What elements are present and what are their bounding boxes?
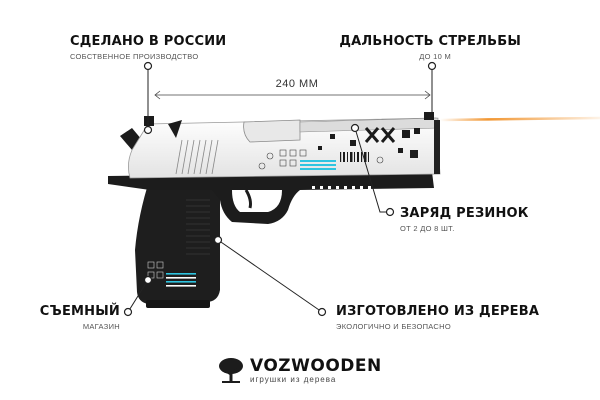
dot-made-in-russia-target [143, 125, 153, 135]
trigger-guard-opening [232, 190, 282, 212]
leader-magazine [127, 279, 149, 313]
callout-charge-subtitle: ОТ 2 ДО 8 ШТ. [400, 224, 455, 233]
dot-magazine-end [123, 307, 133, 317]
callout-made-in-russia-subtitle: СОБСТВЕННОЕ ПРОИЗВОДСТВО [70, 52, 199, 61]
callout-magazine: СЪЕМНЫЙ МАГАЗИН [20, 304, 120, 331]
leader-material [217, 239, 323, 313]
callout-charge-title: ЗАРЯД РЕЗИНОК [400, 206, 529, 221]
callout-range: ДАЛЬНОСТЬ СТРЕЛЬБЫ ДО 10 М [330, 34, 521, 61]
dimension-arrow-left [154, 90, 161, 100]
callout-made-in-russia-title: СДЕЛАНО В РОССИИ [70, 34, 227, 49]
dimension-label: 240 ММ [275, 78, 319, 90]
dot-charge-end [385, 207, 395, 217]
magazine-base [146, 300, 210, 308]
ejection-port [243, 119, 301, 143]
rail-notches [312, 186, 371, 189]
callout-made-in-russia: СДЕЛАНО В РОССИИ СОБСТВЕННОЕ ПРОИЗВОДСТВ… [70, 34, 226, 61]
slide-stripe-1 [300, 160, 336, 162]
brand-logo: VOZWOODEN игрушки из дерева [218, 356, 382, 386]
callout-magazine-subtitle: МАГАЗИН [82, 322, 120, 331]
callout-material: ИЗГОТОВЛЕНО ИЗ ДЕРЕВА ЭКОЛОГИЧНО И БЕЗОП… [336, 304, 539, 331]
rear-sight [144, 116, 154, 126]
grip-stripe-3 [166, 281, 196, 283]
trigger [244, 189, 252, 209]
callout-material-subtitle: ЭКОЛОГИЧНО И БЕЗОПАСНО [336, 322, 451, 331]
dot-range-top [427, 61, 437, 71]
brand-tagline: игрушки из дерева [250, 374, 337, 384]
dot-material-target [213, 235, 223, 245]
slide-serrations [175, 139, 219, 175]
grip-stripe-2 [166, 277, 196, 279]
callout-range-title: ДАЛЬНОСТЬ СТРЕЛЬБЫ [339, 34, 521, 49]
dot-magazine-target [143, 275, 153, 285]
callout-range-subtitle: ДО 10 М [419, 52, 451, 61]
callout-charge: ЗАРЯД РЕЗИНОК ОТ 2 ДО 8 ШТ. [400, 206, 529, 233]
callout-leaders [127, 66, 433, 313]
callout-dots [123, 61, 437, 317]
dimension-arrow-right [424, 90, 431, 100]
slide-stripe-2 [300, 164, 336, 166]
pistol-grip [135, 178, 220, 304]
tree-icon [219, 358, 243, 383]
slide-small-icons [258, 149, 384, 170]
grip-stripe-1 [166, 273, 196, 275]
brand-name: VOZWOODEN [250, 355, 382, 376]
barcode [340, 152, 369, 162]
slide-stripe-3 [300, 168, 336, 170]
callout-magazine-title: СЪЕМНЫЙ [39, 304, 120, 319]
dot-material-end [317, 307, 327, 317]
dot-made-in-russia-top [143, 61, 153, 71]
front-sight [424, 112, 434, 120]
slide-decal [318, 127, 420, 158]
laser-beam-front [439, 116, 600, 122]
slide-emblem [168, 120, 182, 138]
grip-texture [186, 199, 210, 255]
dot-charge-target [350, 123, 360, 133]
muzzle [434, 120, 440, 174]
callout-material-title: ИЗГОТОВЛЕНО ИЗ ДЕРЕВА [336, 304, 540, 319]
grip-stripe-4 [166, 285, 196, 287]
